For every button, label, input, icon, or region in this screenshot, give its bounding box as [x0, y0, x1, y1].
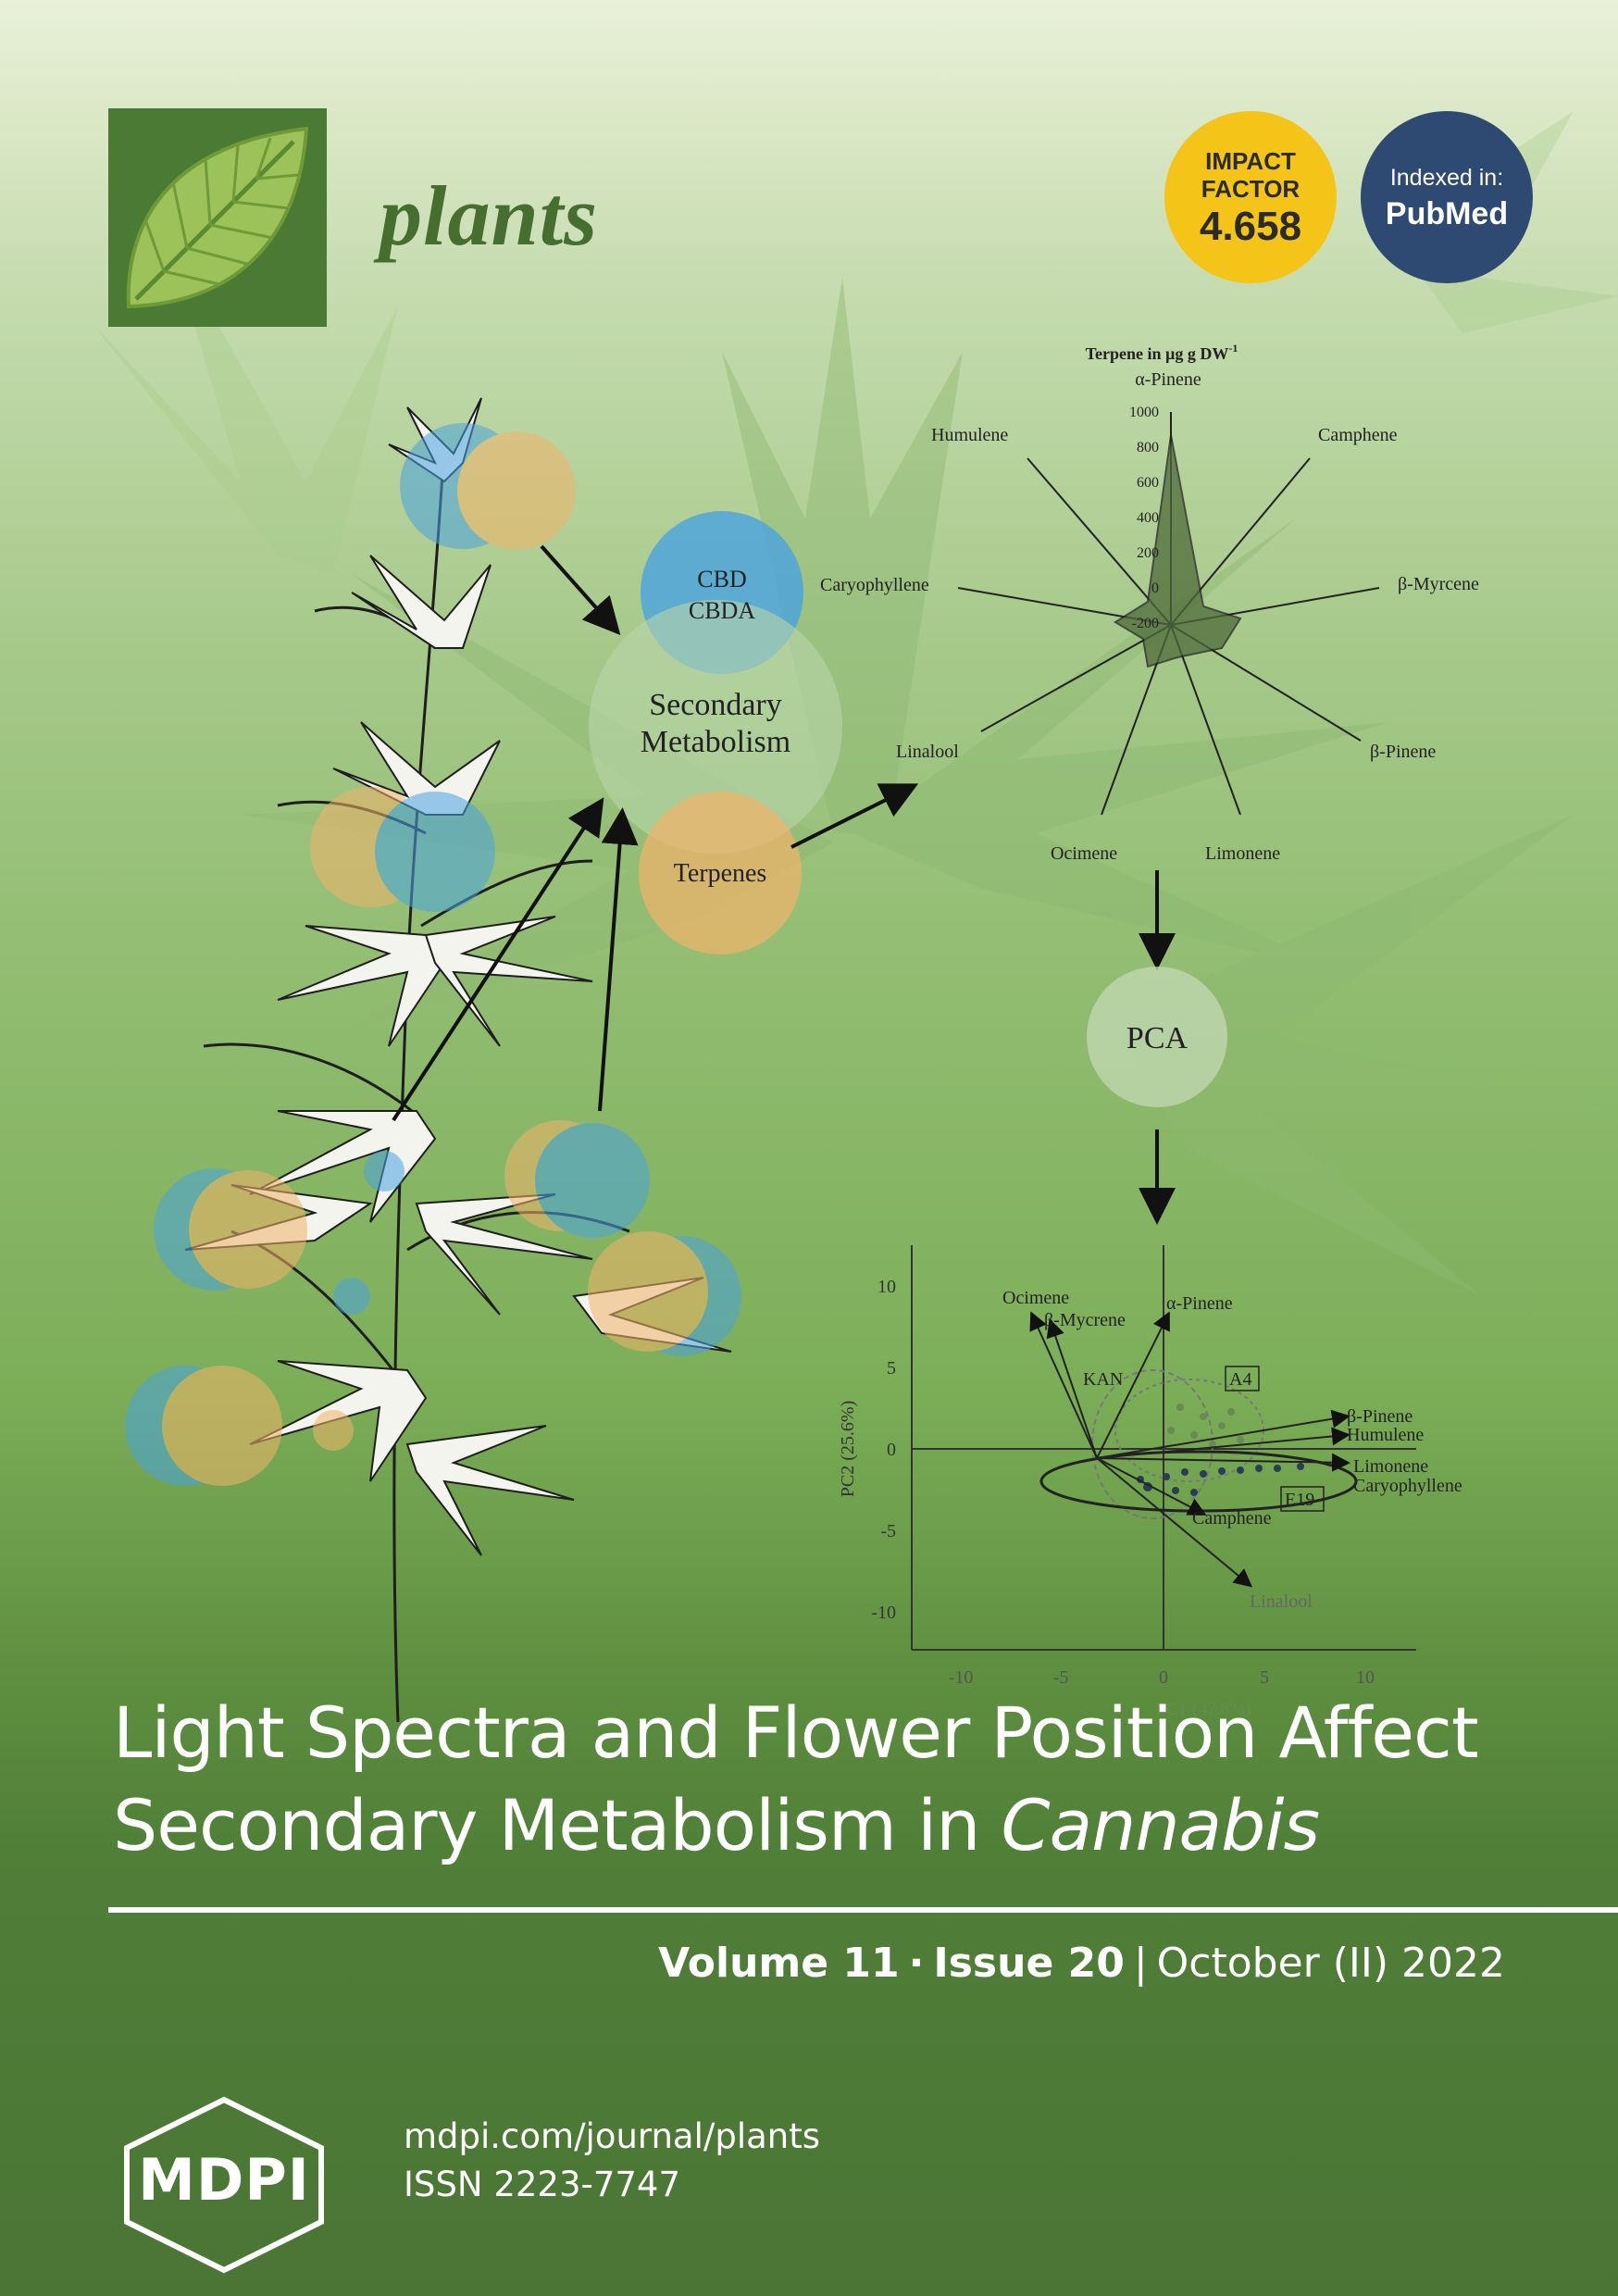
- pca-ylabel: PC2 (25.6%): [838, 1401, 858, 1497]
- group-kan-ellipse: [1091, 1369, 1214, 1519]
- pca-biplot: PC2 (25.6%) 10 5 0 -5 -10 -10 -5 0 5 10 …: [838, 1245, 1462, 1719]
- cbd-label: CBD: [697, 566, 746, 593]
- radar-tick-1000: 1000: [1129, 405, 1159, 420]
- pca-ytick-0: 0: [887, 1440, 896, 1460]
- radar-axis-caryophyllene: Caryophyllene: [820, 575, 929, 595]
- vector-humulene: Humulene: [1347, 1425, 1424, 1445]
- pca-xtick-10: 10: [1356, 1667, 1375, 1688]
- pca-ytick-neg5: -5: [880, 1521, 896, 1541]
- cbda-label: CBDA: [689, 597, 755, 624]
- pca-circle: [1087, 967, 1227, 1107]
- vector-beta-mycrene: β-Mycrene: [1044, 1310, 1126, 1330]
- cover-figure: CBD CBDA Secondary Metabolism Terpenes T…: [125, 342, 1479, 1722]
- pca-xtick-5: 5: [1260, 1667, 1269, 1688]
- radar-tick-200: 200: [1137, 545, 1159, 561]
- vector-caryophyllene: Caryophyllene: [1353, 1476, 1462, 1496]
- radar-axis-beta-myrcene: β-Myrcene: [1398, 574, 1479, 594]
- journal-logo: [108, 108, 327, 327]
- impact-label-1: IMPACT: [1205, 147, 1296, 175]
- impact-factor-badge: IMPACT FACTOR 4.658: [1164, 111, 1337, 283]
- pca-ytick-5: 5: [887, 1358, 896, 1379]
- group-kan-label: KAN: [1083, 1369, 1123, 1390]
- pubmed-label: PubMed: [1385, 196, 1509, 231]
- issue-separator-bar: |: [1133, 1940, 1148, 1987]
- group-a4-ellipse: [1114, 1379, 1264, 1482]
- mdpi-hexagon-logo: [124, 2096, 324, 2274]
- pca-label: PCA: [1126, 1021, 1189, 1055]
- impact-factor-value: 4.658: [1199, 204, 1302, 249]
- journal-name: plants: [380, 168, 599, 263]
- radar-axis-linalool: Linalool: [896, 742, 959, 762]
- pca-xlabel: PC1 (4?.8%): [1155, 1699, 1251, 1719]
- vector-beta-pinene: β-Pinene: [1347, 1406, 1413, 1427]
- title-line-2: Secondary Metabolism in Cannabis: [113, 1779, 1557, 1872]
- vector-alpha-pinene: α-Pinene: [1166, 1293, 1233, 1314]
- secondary-metabolism-circle: [589, 600, 842, 854]
- radar-tick-600: 600: [1137, 475, 1159, 491]
- pubmed-badge: Indexed in: PubMed: [1361, 111, 1533, 283]
- radar-title: Terpene in µg g DW-1: [1086, 342, 1238, 363]
- radar-tick-400: 400: [1137, 510, 1159, 526]
- pca-xtick-neg10: -10: [949, 1667, 974, 1688]
- pca-ytick-neg10: -10: [871, 1603, 896, 1623]
- mdpi-logo-text: MDPI: [138, 2146, 310, 2214]
- secondary-label: Secondary: [649, 688, 782, 722]
- group-e19-label: E19: [1285, 1490, 1314, 1510]
- terpenes-label: Terpenes: [674, 859, 767, 888]
- flow-arrows: [392, 544, 1176, 1225]
- radar-tick-neg200: -200: [1132, 616, 1159, 631]
- issn: ISSN 2223-7747: [404, 2165, 680, 2204]
- title-italic-word: Cannabis: [1001, 1784, 1320, 1866]
- vector-linalool: Linalool: [1250, 1591, 1313, 1612]
- journal-url[interactable]: mdpi.com/journal/plants: [404, 2116, 821, 2156]
- pca-xtick-0: 0: [1159, 1667, 1168, 1688]
- radar-axis-humulene: Humulene: [931, 425, 1008, 445]
- leaf-icon: [126, 126, 309, 309]
- metabolism-label: Metabolism: [641, 725, 790, 759]
- article-title: Light Spectra and Flower Position Affect…: [113, 1687, 1557, 1872]
- volume-label: Volume 11: [658, 1940, 900, 1987]
- title-line-2-text: Secondary Metabolism in: [113, 1784, 1002, 1866]
- flower-position-circles: [125, 423, 741, 1486]
- vector-camphene: Camphene: [1192, 1508, 1272, 1529]
- radar-tick-800: 800: [1137, 440, 1159, 455]
- indexed-label: Indexed in:: [1389, 165, 1504, 191]
- divider-line: [108, 1907, 1618, 1913]
- radar-axis-limonene: Limonene: [1205, 843, 1280, 864]
- title-line-1: Light Spectra and Flower Position Affect: [113, 1691, 1479, 1774]
- vector-limonene: Limonene: [1353, 1456, 1428, 1477]
- radar-axis-beta-pinene: β-Pinene: [1370, 742, 1436, 762]
- pca-points: [1137, 1463, 1304, 1496]
- terpenes-circle: [639, 792, 802, 955]
- pca-points-a4: [1167, 1404, 1244, 1448]
- vector-ocimene: Ocimene: [1002, 1288, 1069, 1308]
- group-a4-label: A4: [1229, 1369, 1251, 1390]
- issue-info: Volume 11·Issue 20|October (II) 2022: [658, 1940, 1505, 1987]
- terpene-radar-chart: Terpene in µg g DW-1 1000 800 600 400 20…: [820, 342, 1479, 864]
- issue-date: October (II) 2022: [1156, 1940, 1505, 1987]
- pca-xtick-neg5: -5: [1053, 1667, 1069, 1688]
- cannabis-plant-drawing: [184, 397, 732, 1722]
- issue-separator-dot: ·: [908, 1940, 925, 1987]
- issue-number: Issue 20: [933, 1940, 1125, 1987]
- radar-axis-camphene: Camphene: [1318, 425, 1398, 445]
- radar-axis-ocimene: Ocimene: [1051, 843, 1117, 864]
- impact-label-2: FACTOR: [1201, 175, 1301, 203]
- pca-ytick-10: 10: [877, 1277, 896, 1297]
- radar-axis-alpha-pinene: α-Pinene: [1135, 369, 1201, 390]
- pca-loading-vectors: [1029, 1311, 1350, 1588]
- radar-tick-0: 0: [1151, 580, 1159, 596]
